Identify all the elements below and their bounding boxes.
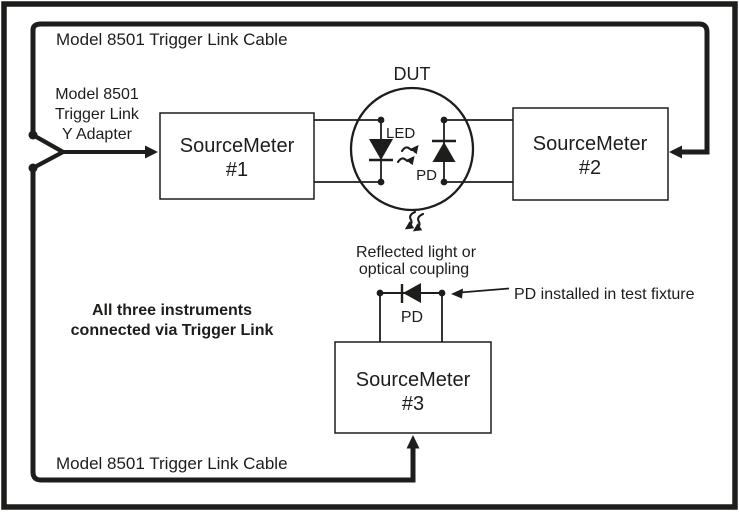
light-emission-icon <box>396 145 419 166</box>
led-diode-symbol <box>369 116 393 186</box>
dut-wires <box>314 119 513 183</box>
y-adapter-label-line1: Model 8501 <box>55 86 139 103</box>
footnote: All three instruments connected via Trig… <box>71 302 274 339</box>
dut-circle <box>349 86 475 212</box>
coupling-caption-line1: Reflected light or <box>356 244 477 261</box>
fixture-note: PD installed in test fixture <box>514 286 695 303</box>
footnote-line2: connected via Trigger Link <box>71 322 274 339</box>
junction-dot <box>28 163 38 173</box>
trigger-link-cable-bottom <box>30 166 420 483</box>
fixture-pd-triangle-icon <box>403 283 421 303</box>
y-adapter-branches <box>31 133 68 170</box>
instrument-number: #3 <box>402 393 424 415</box>
led-triangle-icon <box>369 139 393 160</box>
instrument-number: #2 <box>579 157 601 179</box>
junction-dot <box>28 130 38 140</box>
y-adapter-arrowhead-icon <box>145 145 158 159</box>
y-adapter <box>28 130 158 173</box>
y-adapter-label: Model 8501 Trigger Link Y Adapter <box>55 86 140 143</box>
bottom-cable-label: Model 8501 Trigger Link Cable <box>56 454 288 473</box>
cable-arrowhead-sm3-icon <box>406 435 420 449</box>
wavy-arrow <box>400 145 419 155</box>
dut-title: DUT <box>394 64 431 84</box>
wavy-arrow <box>404 210 417 230</box>
pd-triangle-icon <box>432 142 456 162</box>
wavy-arrow <box>412 212 425 232</box>
cable-path <box>30 166 416 483</box>
instrument-number: #1 <box>226 159 248 181</box>
node-dot <box>440 116 448 124</box>
instrument-name: SourceMeter <box>180 135 295 157</box>
reflected-light-icon <box>404 210 425 232</box>
node-dot <box>440 178 448 186</box>
cable-path <box>30 21 710 155</box>
y-adapter-label-line2: Trigger Link <box>55 106 140 123</box>
fixture-pd-label: PD <box>401 309 423 326</box>
dut-pd-label: PD <box>416 167 437 184</box>
instrument-box <box>512 107 669 201</box>
photodiode-symbol <box>432 116 456 186</box>
node-dot <box>377 178 385 186</box>
instrument-box <box>159 112 315 200</box>
instrument-box <box>334 341 492 434</box>
fixture-photodiode-symbol <box>376 283 446 342</box>
note-arrowhead-icon <box>451 288 463 299</box>
node-dot <box>377 116 385 124</box>
sourcemeter-1-box: SourceMeter #1 <box>159 112 315 200</box>
top-cable-label: Model 8501 Trigger Link Cable <box>56 30 288 49</box>
note-arrow-line <box>459 287 510 294</box>
fixture-note-arrow <box>451 287 510 299</box>
sourcemeter-2-box: SourceMeter #2 <box>512 107 669 201</box>
footnote-line1: All three instruments <box>92 302 252 319</box>
cable-arrowhead-sm2-icon <box>669 145 682 159</box>
led-label: LED <box>386 125 415 142</box>
y-adapter-label-line3: Y Adapter <box>62 126 133 143</box>
instrument-name: SourceMeter <box>533 133 648 155</box>
sourcemeter-3-box: SourceMeter #3 <box>334 341 492 434</box>
instrument-name: SourceMeter <box>356 369 471 391</box>
coupling-caption-line2: optical coupling <box>359 261 469 278</box>
trigger-link-cable-top <box>30 21 710 159</box>
wavy-arrow <box>396 156 415 166</box>
